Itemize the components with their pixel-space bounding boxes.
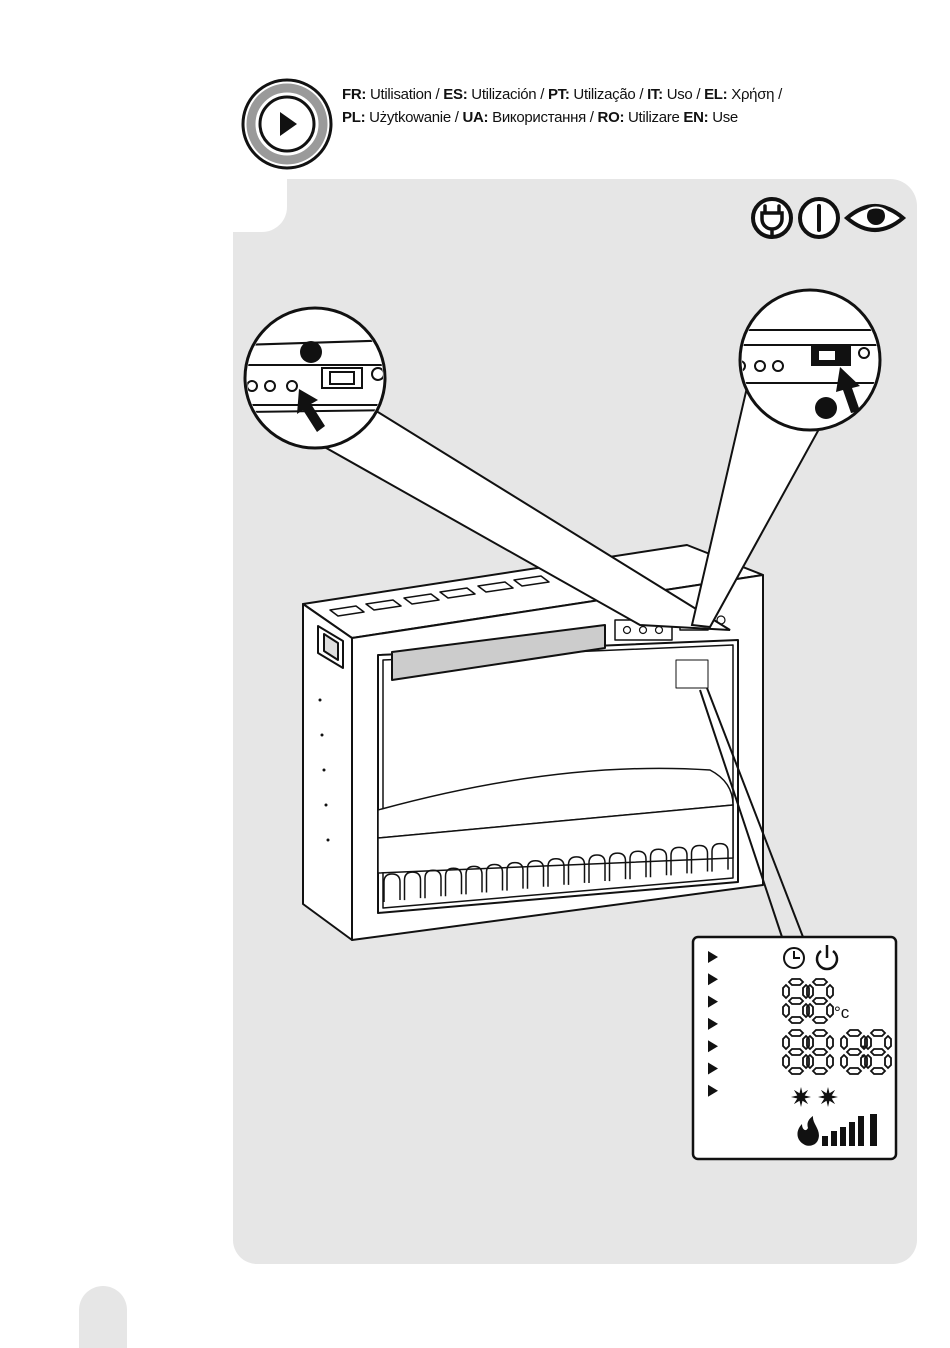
temperature-unit: °c: [834, 1003, 850, 1022]
plug-icon: [753, 199, 791, 237]
fireplace-insert: [303, 545, 763, 940]
page-tab: [79, 1286, 127, 1348]
power-icon: [800, 199, 838, 237]
heat-star-icon: [791, 1087, 811, 1107]
play-icon: [243, 80, 331, 168]
heat-star-icon: [818, 1087, 838, 1107]
eye-icon: [847, 206, 903, 230]
